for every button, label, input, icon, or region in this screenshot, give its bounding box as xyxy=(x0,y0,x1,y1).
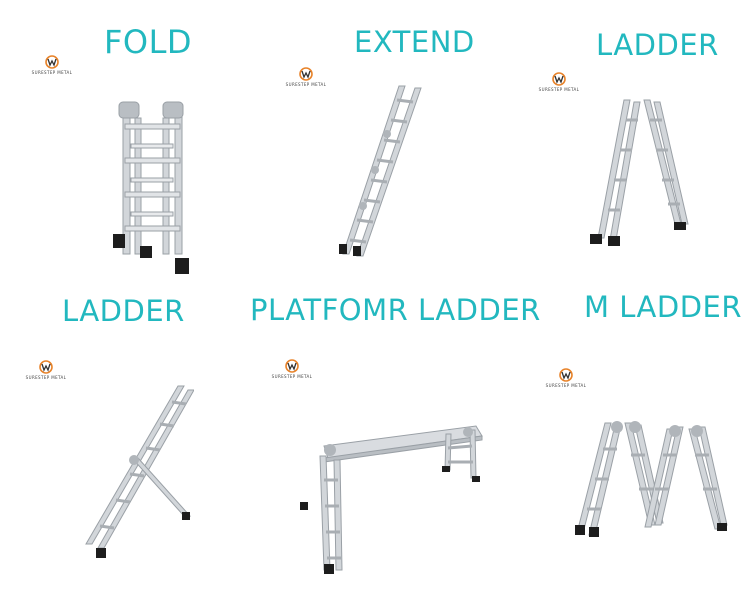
folded-ladder-image xyxy=(113,101,189,274)
title-ladder-bottom: LADDER xyxy=(62,294,185,328)
platform-ladder-image xyxy=(300,425,483,574)
logo-text: SURESTEP METAL xyxy=(545,383,587,388)
a-frame-ladder-image xyxy=(590,99,689,246)
m-shape-ladder-image xyxy=(575,421,728,537)
extended-ladder-image xyxy=(339,85,422,257)
title-extend: EXTEND xyxy=(354,25,475,59)
brand-logo: SURESTEP METAL xyxy=(535,72,583,92)
surestep-logo-icon xyxy=(45,55,59,69)
brand-logo: SURESTEP METAL xyxy=(22,360,70,380)
brand-logo: SURESTEP METAL xyxy=(28,55,76,75)
brand-logo: SURESTEP METAL xyxy=(268,359,316,379)
logo-text: SURESTEP METAL xyxy=(271,374,313,379)
brand-logo: SURESTEP METAL xyxy=(282,67,330,87)
title-m-ladder: M LADDER xyxy=(584,290,743,324)
leaning-ladder-image xyxy=(85,385,194,558)
logo-text: SURESTEP METAL xyxy=(25,375,67,380)
logo-text: SURESTEP METAL xyxy=(31,70,73,75)
logo-text: SURESTEP METAL xyxy=(538,87,580,92)
title-platform-ladder: PLATFOMR LADDER xyxy=(250,293,541,327)
surestep-logo-icon xyxy=(559,368,573,382)
title-fold: FOLD xyxy=(104,23,193,61)
brand-logo: SURESTEP METAL xyxy=(542,368,590,388)
surestep-logo-icon xyxy=(39,360,53,374)
surestep-logo-icon xyxy=(299,67,313,81)
logo-text: SURESTEP METAL xyxy=(285,82,327,87)
surestep-logo-icon xyxy=(285,359,299,373)
surestep-logo-icon xyxy=(552,72,566,86)
title-ladder-top: LADDER xyxy=(596,28,719,62)
